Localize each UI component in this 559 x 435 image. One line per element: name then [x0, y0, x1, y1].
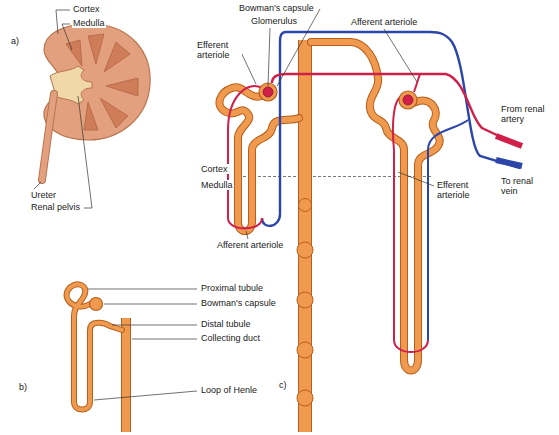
leader-lines-b — [88, 289, 197, 400]
panel-letter: c) — [278, 380, 288, 390]
tubule — [67, 284, 122, 409]
illustration-part — [297, 292, 313, 308]
illustration-part — [384, 29, 417, 82]
part-label: Bowman's capsule — [200, 298, 277, 308]
illustration-part — [62, 24, 72, 50]
bowmans-capsule — [90, 298, 103, 311]
tubule-outline — [67, 284, 122, 409]
tubule — [311, 42, 440, 371]
illustration-part — [78, 96, 92, 208]
part-label: Medulla — [200, 180, 234, 190]
illustration-part — [56, 10, 70, 34]
nephron-small — [67, 284, 126, 432]
kidney — [42, 24, 150, 180]
duct-bulges — [297, 199, 313, 407]
bowmans-capsule — [399, 91, 417, 109]
part-label: Collecting duct — [200, 333, 261, 343]
renal-vein-trunk — [496, 160, 522, 166]
efferent-arteriole — [393, 96, 428, 352]
part-label: Efferent arteriole — [196, 40, 242, 61]
part-label: Medulla — [72, 18, 106, 28]
part-label: Afferent arteriole — [216, 240, 284, 250]
glomerulus — [263, 87, 273, 97]
nephron-detail — [219, 32, 522, 432]
collecting-duct — [299, 40, 311, 432]
illustration-part — [246, 231, 248, 239]
ureter-outline — [42, 94, 54, 180]
ureter — [42, 94, 54, 180]
renal-artery-trunk — [496, 136, 522, 146]
illustration-part — [268, 28, 270, 86]
panel-letter: b) — [18, 382, 28, 392]
illustration-part — [299, 199, 312, 212]
part-label: Loop of Henle — [200, 385, 258, 395]
efferent-arteriole — [228, 86, 262, 229]
renal-artery — [272, 74, 520, 146]
leader-lines-a — [34, 10, 92, 208]
part-label: Ureter — [30, 190, 57, 200]
illustration-part — [104, 304, 197, 305]
illustration-part — [297, 242, 313, 258]
afferent-arteriole — [414, 74, 420, 92]
part-label: Afferent arteriole — [350, 17, 418, 27]
illustration-part — [94, 391, 197, 400]
illustration-part — [297, 390, 313, 406]
part-label: Cortex — [200, 164, 229, 174]
venule — [428, 120, 468, 340]
leader-lines-c — [240, 9, 434, 239]
illustration-part — [297, 342, 313, 358]
part-label: Proximal tubule — [200, 283, 264, 293]
part-label: To renal vein — [500, 176, 552, 197]
part-label: Glomerulus — [250, 16, 298, 26]
illustration-part — [132, 339, 197, 340]
part-label: From renal artery — [500, 104, 546, 125]
part-label: Bowman's capsule — [238, 3, 315, 13]
collecting-duct — [122, 318, 130, 432]
kidney-cortex — [44, 24, 150, 140]
illustration-part — [240, 50, 256, 84]
renal-vein — [262, 32, 520, 226]
panel-letter: a) — [10, 36, 20, 46]
part-label: Efferent arteriole — [436, 180, 488, 201]
part-label: Renal pelvis — [30, 202, 81, 212]
illustration-part — [88, 289, 197, 290]
part-label: Cortex — [72, 4, 101, 14]
tubule-outline — [311, 42, 440, 371]
illustration-part — [112, 325, 197, 326]
illustration-part — [34, 182, 41, 189]
part-label: Distal tubule — [200, 319, 252, 329]
glomerulus — [403, 95, 413, 105]
collecting-duct-outline — [121, 318, 131, 432]
illustration-part — [398, 172, 434, 186]
collecting-duct-outline — [298, 40, 312, 432]
